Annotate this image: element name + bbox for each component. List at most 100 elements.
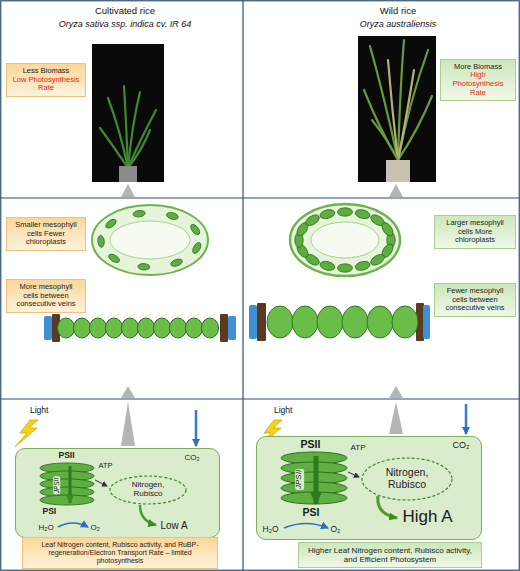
mesophyll-cell — [122, 318, 139, 338]
leaf — [128, 110, 156, 168]
assimilation-arrow — [140, 505, 156, 525]
chloroplast: PSIIATPCO₂JPSIIPSIH₂OO₂High ANitrogen, R… — [256, 436, 482, 540]
light-label: Light — [274, 406, 292, 416]
box-text: Higher Leaf Nitrogen content, Rubisco ac… — [303, 546, 477, 564]
chloroplast — [97, 235, 104, 248]
plant-photo — [358, 36, 436, 182]
box-text: More Biomass — [445, 63, 511, 72]
divider — [0, 398, 520, 399]
summary-box: Higher Leaf Nitrogen content, Rubisco ac… — [298, 542, 482, 568]
chloroplast-label: CO₂ — [184, 454, 201, 463]
mesophyll-cell — [267, 306, 293, 338]
mesophyll-cell — [392, 306, 418, 338]
light-label: Light — [30, 406, 48, 416]
chloroplast — [304, 213, 321, 228]
thylakoid-stack — [40, 463, 94, 505]
mesophyll-cell — [106, 318, 123, 338]
water-splitting-arrow — [58, 523, 88, 527]
zoom-pointer — [389, 386, 403, 398]
leaf — [100, 128, 128, 168]
rice-plant — [100, 86, 156, 168]
trait-box: Smaller mesophyll cells Fewer chloroplas… — [6, 217, 86, 251]
mesophyll-cell — [90, 318, 107, 338]
chloroplast-label: O₂ — [330, 525, 342, 534]
leaf — [364, 90, 398, 160]
thylakoid — [40, 495, 94, 505]
leaf — [370, 46, 398, 160]
mesophyll-cell — [202, 318, 219, 338]
mesophyll-cell — [92, 205, 208, 275]
enzyme-pool: Nitrogen, Rubisco — [109, 475, 187, 505]
leaf — [128, 130, 150, 168]
co2-arrow — [195, 410, 198, 446]
vacuole — [110, 221, 190, 259]
zoom-pointer — [121, 402, 135, 446]
mesophyll-cell — [317, 306, 343, 338]
enzyme-pool: Nitrogen, Rubisco — [361, 457, 453, 501]
thylakoid-stack — [281, 452, 347, 504]
trait-box: Fewer mesophyll cells between consecutiv… — [434, 283, 516, 317]
chloroplast — [338, 264, 353, 272]
leaf — [124, 86, 128, 168]
chloroplast-label: High A — [402, 508, 454, 527]
result-box: More BiomassHigh Photosynthesis Rate — [440, 59, 516, 102]
mesophyll-cell — [292, 306, 318, 338]
electron-flow-arrow — [314, 456, 319, 504]
panel-title: Wild rice — [380, 6, 416, 17]
plant-photo — [92, 44, 164, 182]
mesophyll-cell — [290, 204, 400, 276]
chloroplast-label: JPSII — [53, 477, 60, 495]
box-text: Larger mesophyll cells More chloroplasts — [439, 219, 511, 245]
trait-box: Larger mesophyll cells More chloroplasts — [434, 215, 516, 249]
leaf — [398, 50, 428, 160]
divider — [242, 0, 243, 571]
box-text: Low Photosynthesis Rate — [11, 76, 81, 93]
mesophyll-cell — [342, 306, 368, 338]
vein — [44, 316, 52, 340]
species-name: Oryza australiensis — [360, 19, 437, 29]
chloroplast — [191, 241, 202, 255]
species-name: Oryza sativa ssp. indica cv. IR 64 — [59, 19, 191, 29]
chloroplast — [189, 223, 201, 236]
lightning-bolt — [15, 420, 38, 447]
chloroplast-fill — [256, 436, 482, 540]
chloroplast: PSIIATPCO₂JPSIIPSIH₂OO₂Low ANitrogen, Ru… — [15, 448, 220, 538]
chloroplast-label: PSII — [300, 439, 322, 451]
chloroplast — [133, 210, 146, 218]
chloroplast — [369, 252, 386, 267]
box-text: High Photosynthesis Rate — [445, 71, 511, 97]
trait-box: More mesophyll cells between consecutive… — [6, 279, 86, 313]
chloroplast-label: Low A — [160, 520, 189, 531]
chloroplast-label: ATP — [350, 444, 367, 453]
zoom-pointer — [389, 402, 403, 434]
chloroplast — [107, 253, 121, 265]
ellipse-text: Nitrogen, Rubisco — [374, 467, 440, 490]
generated-cells — [58, 208, 419, 338]
chloroplast — [338, 208, 353, 216]
leaf — [372, 120, 398, 160]
chloroplast-label: H₂O — [262, 525, 280, 534]
box-text: Smaller mesophyll cells Fewer chloroplas… — [11, 221, 81, 247]
chloroplast-fill — [15, 448, 220, 538]
summary-box: Leaf Nitrogen content, Rubisco activity,… — [22, 537, 218, 569]
vein — [220, 314, 228, 342]
mesophyll-cell — [154, 318, 171, 338]
box-text: Less Biomass — [11, 67, 81, 76]
zoom-pointer — [389, 184, 403, 197]
box-text: Fewer mesophyll cells between consecutiv… — [439, 287, 511, 313]
vein — [249, 305, 257, 339]
mesophyll-cell — [186, 318, 203, 338]
mesophyll-cell — [74, 318, 91, 338]
chloroplast — [319, 260, 336, 272]
chloroplast-label: PSI — [302, 507, 321, 519]
box-text: Leaf Nitrogen content, Rubisco activity,… — [27, 541, 213, 565]
zoom-pointer — [121, 386, 135, 398]
water-splitting-arrow — [284, 524, 328, 529]
chloroplast — [166, 211, 179, 220]
chloroplast-label: ATP — [98, 462, 114, 470]
chloroplast-label: O₂ — [90, 524, 101, 533]
panel-title: Cultivated rice — [95, 6, 155, 17]
pot — [119, 166, 137, 182]
